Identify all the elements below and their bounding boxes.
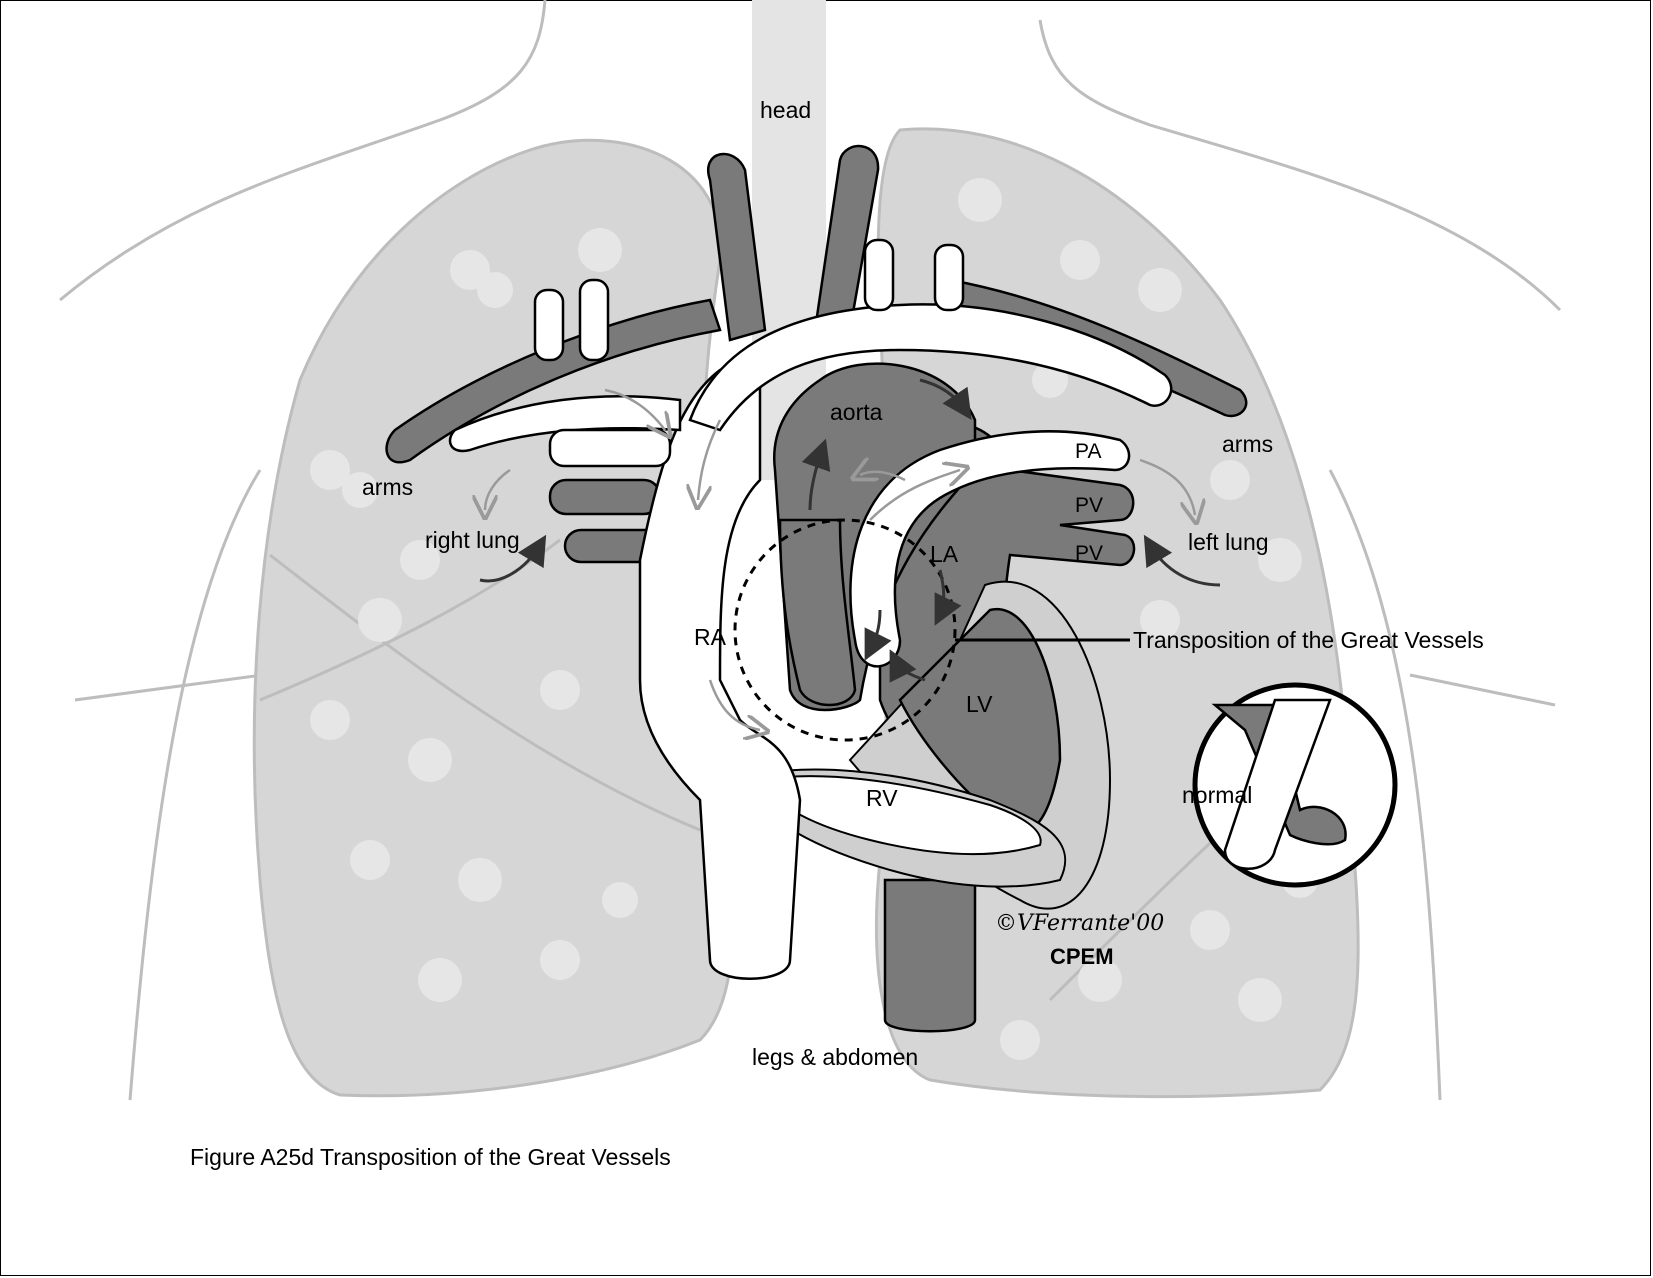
neck-vein-left	[707, 152, 767, 342]
label-left-lung: left lung	[1188, 529, 1269, 555]
label-lv: LV	[966, 691, 993, 717]
body-outline-left-side	[128, 469, 262, 1101]
aortic-arch	[688, 303, 1173, 432]
signature-artist: ©VFerrante'00	[995, 911, 1164, 936]
arm-vein-left	[385, 298, 722, 464]
label-arms-left: arms	[362, 474, 413, 500]
shoulder-right	[1409, 673, 1556, 707]
label-pv-upper: PV	[1075, 494, 1103, 517]
neck-artery-1	[533, 288, 565, 362]
ivc	[883, 878, 977, 1033]
label-head: head	[760, 97, 811, 123]
label-right-lung: right lung	[425, 527, 520, 553]
label-aorta: aorta	[830, 399, 883, 425]
label-pv-lower: PV	[1075, 542, 1103, 565]
alveoli	[310, 178, 1318, 1060]
label-la: LA	[930, 541, 959, 567]
neck-artery-3	[863, 238, 895, 312]
body-outline-right	[1038, 19, 1562, 312]
pulmonary-artery	[849, 430, 1131, 668]
arm-artery-left	[448, 395, 682, 453]
label-pa: PA	[1075, 440, 1101, 463]
neck-artery-4	[933, 243, 965, 312]
label-rv: RV	[866, 785, 898, 811]
normal-inset	[1192, 682, 1398, 888]
rv-cavity	[758, 775, 1042, 856]
neck-artery-2	[578, 278, 610, 362]
body-outline-right-side	[1328, 469, 1442, 1101]
signature-org: CPEM	[1050, 944, 1114, 969]
label-normal: normal	[1182, 782, 1252, 808]
body-outline	[59, 0, 547, 302]
transposition-highlight	[733, 518, 957, 742]
arteries	[448, 238, 1173, 980]
label-legs: legs & abdomen	[752, 1044, 918, 1070]
pulm-vein-r1	[548, 478, 662, 516]
lv-cavity	[898, 607, 1062, 833]
label-callout: Transposition of the Great Vessels	[1133, 627, 1484, 653]
figure-caption: Figure A25d Transposition of the Great V…	[190, 1144, 671, 1170]
flow-arrows	[480, 378, 1221, 730]
label-ra: RA	[694, 624, 727, 650]
aorta-root	[778, 518, 857, 707]
pulm-artery-right	[548, 428, 672, 468]
label-arms-right: arms	[1222, 431, 1273, 457]
